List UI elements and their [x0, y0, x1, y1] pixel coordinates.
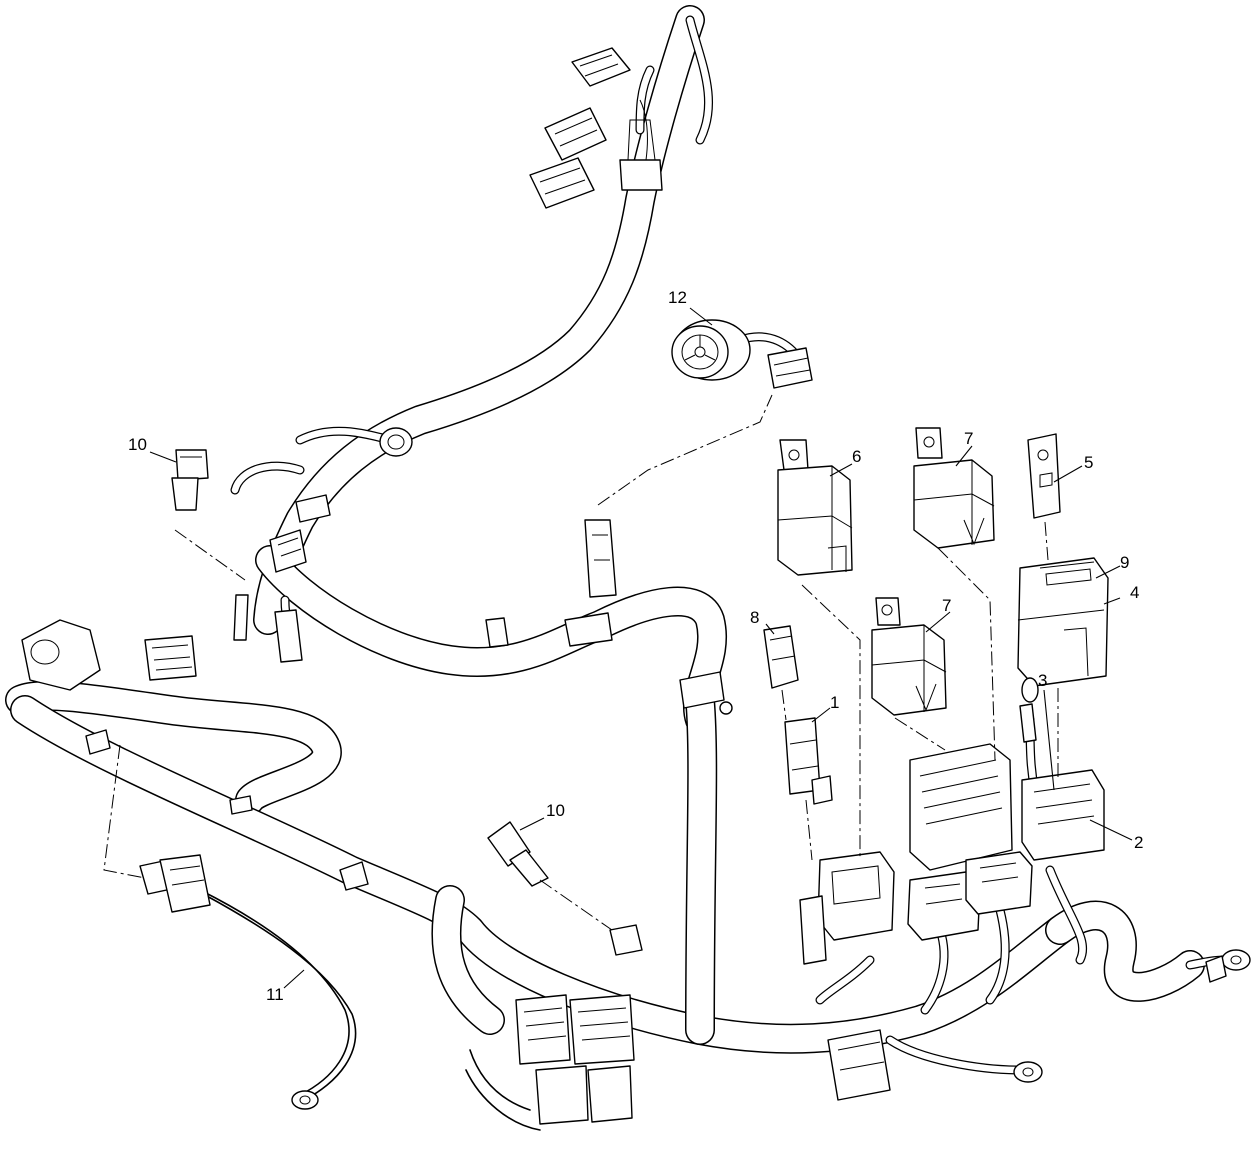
callout-9: 9	[1120, 553, 1129, 572]
callout-leaders	[149, 307, 1133, 989]
callout-7-lower: 7	[942, 596, 951, 615]
part-7-relay-lower	[871, 597, 947, 716]
callout-6: 6	[852, 447, 861, 466]
part-1-connector	[784, 717, 833, 805]
fuse-relay-block	[799, 677, 1105, 965]
center-connectors	[485, 519, 733, 715]
callout-4: 4	[1130, 583, 1139, 602]
callout-10-lower: 10	[546, 801, 565, 820]
harness-clips-upper	[233, 427, 413, 663]
bottom-connector-bundle	[465, 994, 635, 1131]
callout-numbers: 12 10 6 7 5 9 4 7 8 3 1 10 2 11	[128, 288, 1143, 1004]
callout-7-upper: 7	[964, 429, 973, 448]
callout-10-upper: 10	[128, 435, 147, 454]
callout-11: 11	[266, 985, 284, 1004]
callout-12: 12	[668, 288, 687, 307]
assembly-lines	[103, 394, 1059, 931]
callout-3: 3	[1038, 671, 1047, 690]
part-6-relay	[777, 439, 853, 576]
callout-1: 1	[830, 693, 839, 712]
part-10-upper-connector	[171, 449, 209, 511]
callout-8: 8	[750, 608, 759, 627]
callout-5: 5	[1084, 453, 1093, 472]
top-connector-cluster	[529, 47, 663, 209]
part-11-ground-lead	[139, 854, 319, 1110]
bottom-right-terminals	[827, 949, 1251, 1101]
part-10-lower-connector	[487, 821, 643, 956]
part-7-relay-upper	[913, 427, 995, 549]
part-12-round-sensor	[671, 319, 813, 389]
part-5-fuse-bracket	[1027, 433, 1061, 519]
part-4-fuse-cover	[1017, 557, 1109, 687]
part-8-clip	[763, 625, 799, 689]
left-connector-cluster	[21, 619, 369, 891]
callout-2: 2	[1134, 833, 1143, 852]
